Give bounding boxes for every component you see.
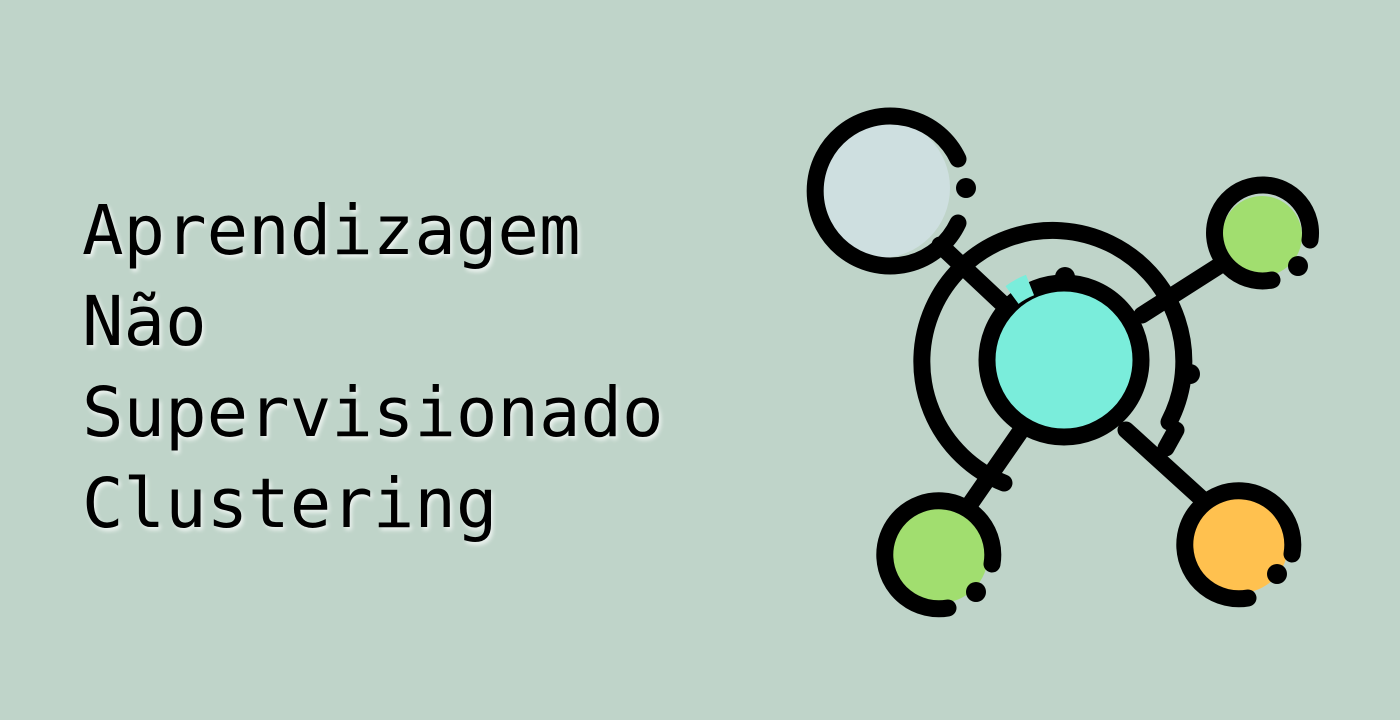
side-dot	[1180, 364, 1200, 384]
banner-title: Aprendizagem Não Supervisionado Clusteri…	[82, 186, 678, 550]
bottom-right-node-ring	[1176, 482, 1302, 608]
top-right-node	[1222, 196, 1302, 276]
top-left-node-dot	[956, 178, 976, 198]
title-line-4: Clustering	[82, 464, 498, 544]
outer-ring	[913, 222, 1193, 492]
connector-top-left	[931, 236, 1015, 316]
bottom-left-node	[892, 507, 988, 603]
bottom-right-node	[1192, 497, 1288, 593]
top-right-node-ring	[1206, 176, 1319, 290]
top-left-node-ring	[806, 107, 967, 275]
bottom-left-node-ring	[876, 492, 1002, 618]
title-line-2: Não	[82, 282, 207, 362]
title-line-1: Aprendizagem	[82, 191, 581, 271]
outer-ring-tick	[1157, 421, 1185, 457]
bottom-right-node-dot	[1267, 564, 1287, 584]
top-right-node-dot	[1288, 256, 1308, 276]
center-node-gap	[1005, 274, 1035, 305]
center-node	[978, 274, 1150, 446]
center-node-dot	[1055, 267, 1075, 287]
top-left-node	[810, 118, 950, 258]
title-line-3: Supervisionado	[82, 373, 664, 453]
cluster-network-icon	[806, 107, 1319, 618]
bottom-left-node-dot	[966, 582, 986, 602]
